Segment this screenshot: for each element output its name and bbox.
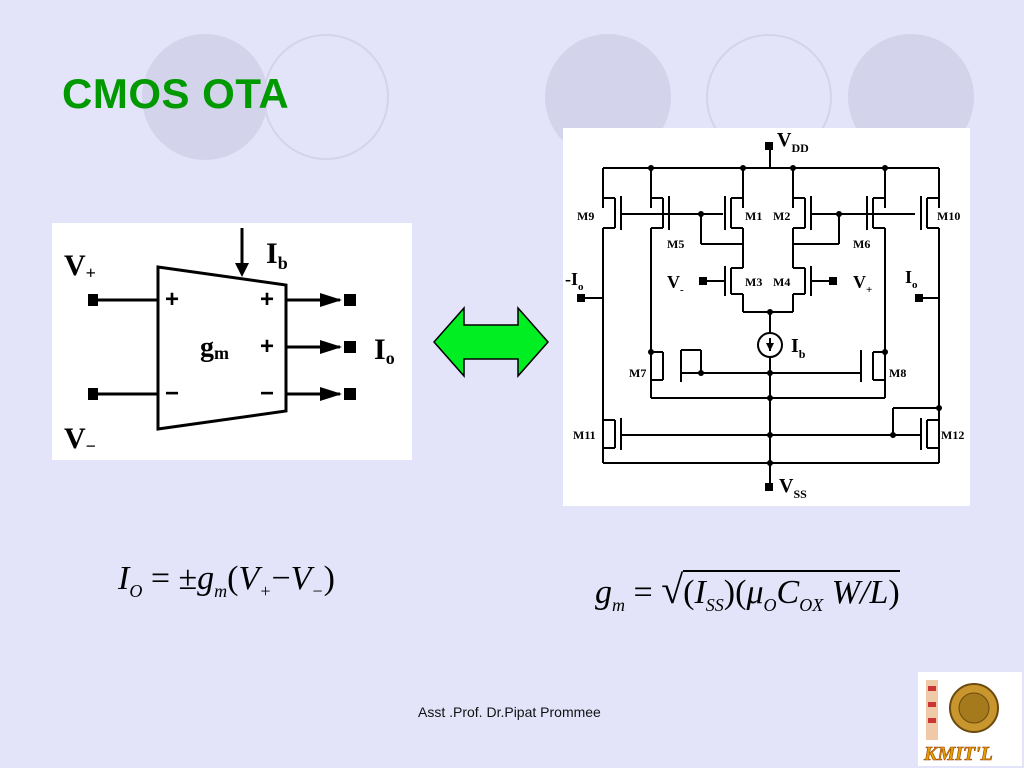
transistor-labels: M9 M5 M1 M2 M6 M10 M3 M4 M7 M8 M11 M12	[573, 209, 964, 442]
decor-circle-1	[142, 34, 268, 160]
ota-trapezoid	[156, 265, 288, 431]
output-wires	[286, 293, 356, 401]
label-m5: M5	[667, 237, 684, 251]
ota-gain-label: gm	[200, 332, 229, 363]
input-minus-terminal	[88, 388, 98, 400]
label-m12: M12	[941, 428, 964, 442]
ota-input-plus-label: V+	[64, 249, 96, 283]
vplus-label: V+	[853, 272, 872, 296]
ota-out-sign-1: +	[260, 286, 274, 313]
label-m4: M4	[773, 275, 790, 289]
left-output-terminal	[577, 294, 585, 302]
ota-bias-label: Ib	[266, 237, 288, 273]
vdd-label: VDD	[777, 129, 809, 155]
label-m8: M8	[889, 366, 906, 380]
ota-in-plus-sign: +	[165, 286, 179, 313]
label-m6: M6	[853, 237, 870, 251]
vss-terminal	[765, 483, 773, 491]
slide-title: CMOS OTA	[62, 70, 290, 117]
label-m3: M3	[745, 275, 762, 289]
cmos-ota-schematic: M9 M5 M1 M2 M6 M10 M3 M4 M7 M8 M11 M12 V…	[565, 129, 964, 501]
bias-arrow-head	[235, 263, 249, 277]
vminus-terminal	[699, 277, 707, 285]
ota-input-minus-label: V−	[64, 422, 96, 456]
vdd-terminal	[765, 142, 773, 150]
right-output-label: Io	[905, 267, 918, 291]
ota-output-label: Io	[374, 333, 395, 368]
ota-symbol-panel: Ib V+ V− + − gm + + − Io	[52, 223, 412, 460]
label-m7: M7	[629, 366, 646, 380]
ota-symbol-diagram: Ib V+ V− + − gm + + − Io	[64, 228, 395, 456]
vminus-label: V-	[667, 272, 684, 296]
ota-in-minus-sign: −	[165, 380, 179, 407]
io-equation: IO = ±gm(V+−V−)	[118, 560, 335, 601]
vplus-terminal	[829, 277, 837, 285]
label-m10: M10	[937, 209, 960, 223]
ota-bias-main: I	[266, 237, 278, 270]
ota-out-sign-3: −	[260, 380, 274, 407]
slide-footer: Asst .Prof. Dr.Pipat Prommee	[418, 704, 601, 720]
kmitl-logo-text: KMIT'L	[923, 743, 993, 765]
ota-bias-sub: b	[278, 253, 288, 273]
label-m11: M11	[573, 428, 596, 442]
equivalence-arrow	[432, 306, 550, 378]
label-m2: M2	[773, 209, 790, 223]
left-output-label: -Io	[565, 269, 584, 293]
decor-circle-2	[263, 34, 389, 160]
ota-out-sign-2: +	[260, 333, 274, 360]
gm-equation: gm = √(ISS)(μOCOX W/L)	[595, 567, 900, 615]
circuit-panel: M9 M5 M1 M2 M6 M10 M3 M4 M7 M8 M11 M12 V…	[563, 128, 970, 506]
circuit-bias-label: Ib	[791, 335, 806, 361]
right-output-terminal	[915, 294, 923, 302]
vss-label: VSS	[779, 475, 807, 501]
input-plus-terminal	[88, 294, 98, 306]
label-m9: M9	[577, 209, 594, 223]
kmitl-logo: KMIT'L	[918, 672, 1022, 766]
label-m1: M1	[745, 209, 762, 223]
